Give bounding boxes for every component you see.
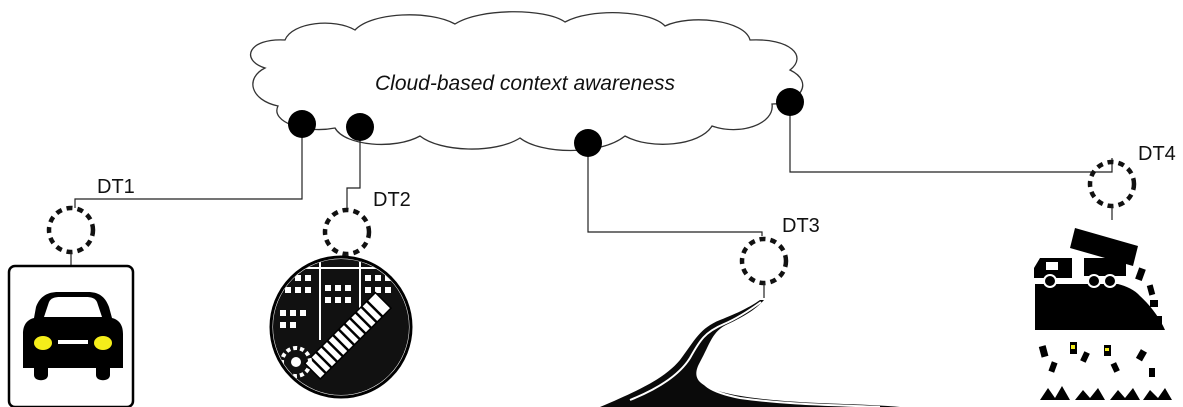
car-icon xyxy=(7,264,135,407)
dt1-wire xyxy=(74,125,303,208)
car-grille xyxy=(58,340,88,344)
dt3-wire xyxy=(587,143,763,236)
dt4-label: DT4 xyxy=(1138,143,1176,165)
dt4-node xyxy=(776,88,804,116)
scattered-cans xyxy=(1038,342,1172,400)
dt2-label: DT2 xyxy=(373,189,411,211)
dt2-circle xyxy=(322,207,372,257)
road-edge-line xyxy=(698,369,881,407)
dt1-node xyxy=(288,110,316,138)
twin-circles xyxy=(46,159,1137,298)
falling-debris xyxy=(1135,267,1162,324)
dt3-node xyxy=(574,129,602,157)
dt2-node xyxy=(346,113,374,141)
road-icon xyxy=(600,300,900,407)
factory-icon xyxy=(269,255,413,399)
cloud-nodes xyxy=(288,88,804,157)
connection-wires xyxy=(74,102,1113,236)
car-right-headlight xyxy=(94,336,112,350)
landfill-icon xyxy=(1034,228,1172,400)
dt2-wire xyxy=(346,127,361,210)
dt1-circle xyxy=(46,205,96,255)
dt3-circle xyxy=(739,236,789,286)
cloud: Cloud-based context awareness xyxy=(249,11,804,152)
dt1-label: DT1 xyxy=(97,176,135,198)
factory-scene xyxy=(273,259,409,395)
dump-truck xyxy=(1034,228,1138,288)
road-surface xyxy=(600,300,900,407)
road-center-line xyxy=(629,301,762,401)
cloud-label: Cloud-based context awareness xyxy=(375,72,676,95)
dt3-label: DT3 xyxy=(782,215,820,237)
cloud-shape xyxy=(249,11,804,152)
dt4-wire xyxy=(789,102,1113,173)
car-left-headlight xyxy=(34,336,52,350)
landfill-mound xyxy=(1035,284,1165,330)
car-windshield xyxy=(44,297,102,317)
